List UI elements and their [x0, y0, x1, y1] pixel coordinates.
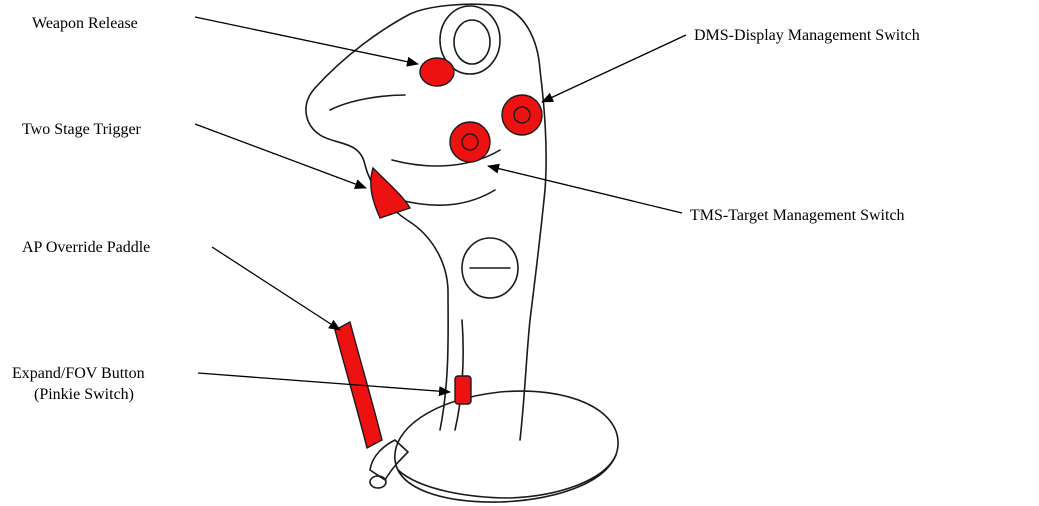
arrow-ap-override [212, 247, 340, 330]
label-ap-override-paddle: AP Override Paddle [22, 238, 150, 258]
weapon-release-button [420, 58, 454, 86]
pinkie-switch [455, 376, 471, 404]
label-pinkie-switch: (Pinkie Switch) [34, 385, 134, 405]
label-expand-fov-button: Expand/FOV Button [12, 364, 145, 384]
label-dms: DMS-Display Management Switch [694, 26, 920, 46]
joystick-paddle-pivot [370, 476, 386, 488]
joystick-grip-ridge-2 [400, 190, 495, 205]
dms-switch [502, 95, 542, 135]
arrow-expand-fov [198, 373, 450, 392]
joystick-grip-inner [455, 320, 463, 430]
arrow-dms [542, 35, 686, 102]
two-stage-trigger [371, 168, 410, 218]
joystick-drawing [306, 4, 618, 502]
arrow-tms [488, 166, 682, 213]
label-two-stage-trigger: Two Stage Trigger [22, 120, 141, 140]
joystick-head-curve [330, 95, 405, 110]
arrow-two-stage-trigger [195, 124, 366, 188]
joystick-base [395, 391, 618, 502]
label-tms: TMS-Target Management Switch [690, 206, 905, 226]
arrow-weapon-release [195, 17, 418, 64]
tms-switch [450, 122, 490, 162]
joystick-hat-top-inner [454, 20, 490, 64]
joystick-base-rim [398, 455, 616, 498]
label-weapon-release: Weapon Release [32, 14, 138, 34]
